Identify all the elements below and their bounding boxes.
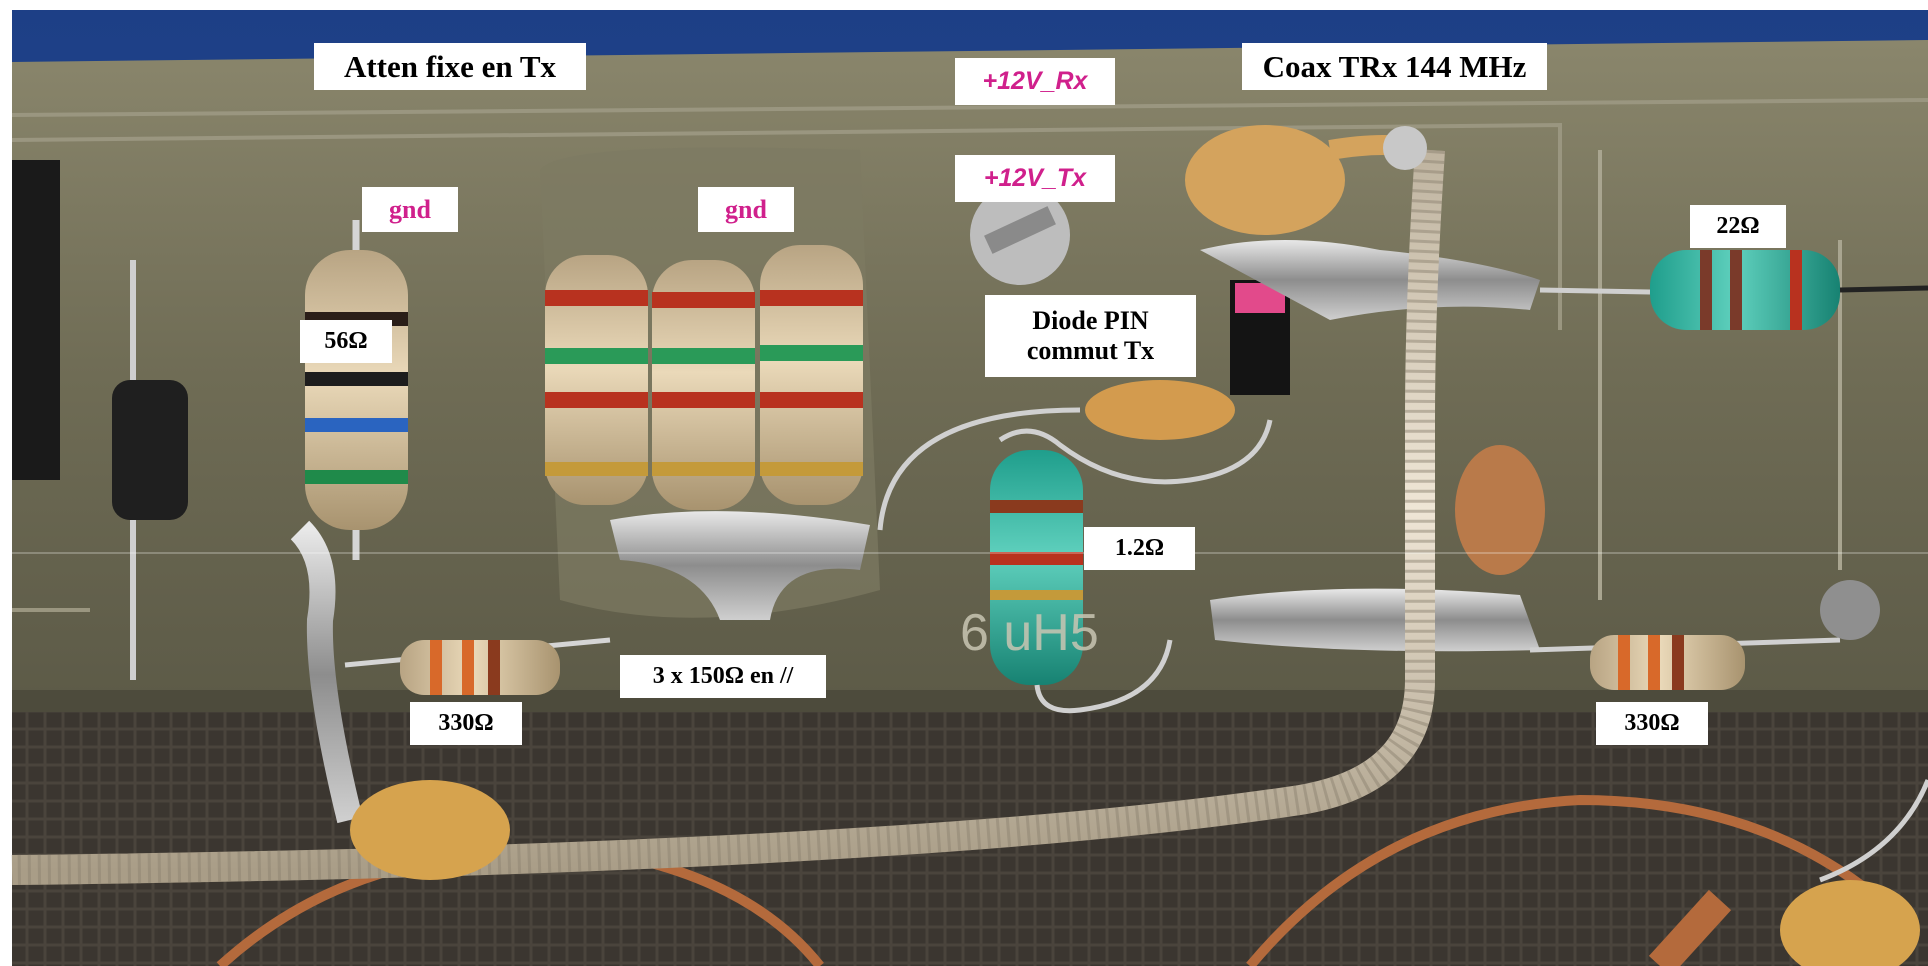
label-3x150-ohm: 3 x 150Ω en // [620, 655, 826, 698]
label-12v-rx: +12V_Rx [955, 58, 1115, 105]
label-330-ohm-right: 330Ω [1596, 702, 1708, 745]
label-gnd-left: gnd [362, 187, 458, 232]
svg-text:6 uH5: 6 uH5 [960, 604, 1099, 662]
label-12v-tx: +12V_Tx [955, 155, 1115, 202]
label-diode-pin: Diode PIN commut Tx [985, 295, 1196, 377]
label-22-ohm: 22Ω [1690, 205, 1786, 248]
label-1-2-ohm: 1.2Ω [1084, 527, 1195, 570]
label-56-ohm: 56Ω [300, 320, 392, 363]
label-coax-trx: Coax TRx 144 MHz [1242, 43, 1547, 90]
label-atten-fixe: Atten fixe en Tx [314, 43, 586, 90]
label-gnd-middle: gnd [698, 187, 794, 232]
label-330-ohm-left: 330Ω [410, 702, 522, 745]
